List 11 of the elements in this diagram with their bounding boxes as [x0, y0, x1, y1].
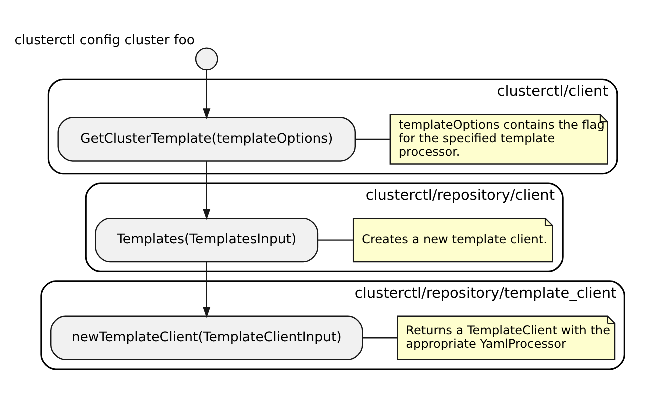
- arrow: [203, 70, 211, 120]
- node-label: clusterctl config cluster foo: [14, 33, 195, 48]
- connector: [356, 138, 390, 140]
- connector: [363, 338, 398, 339]
- node-box: newTemplateClient(TemplateClientInput): [50, 316, 364, 360]
- arrow: [203, 162, 211, 220]
- node-box: GetClusterTemplate(templateOptions): [58, 117, 356, 162]
- arrow: [203, 262, 211, 318]
- node-box: Templates(TemplatesInput): [95, 218, 319, 263]
- connector: [318, 240, 354, 241]
- node-circle: [195, 48, 218, 71]
